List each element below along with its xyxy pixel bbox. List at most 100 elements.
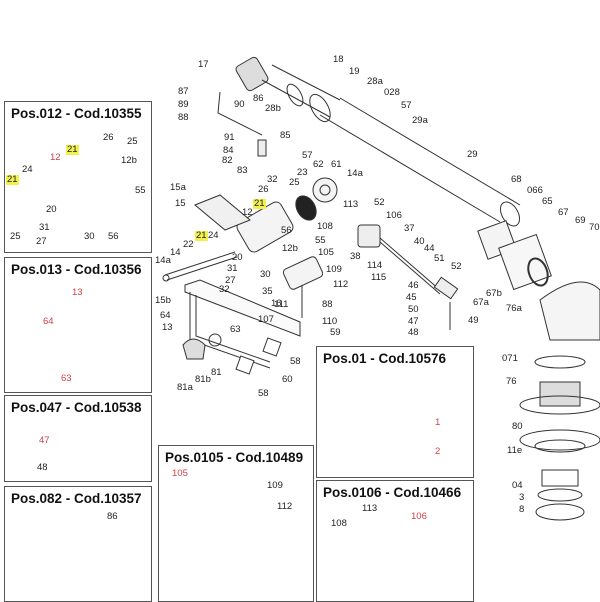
part-callout-88: 88 <box>322 299 333 310</box>
part-callout-81a: 81a <box>177 382 193 393</box>
part-callout-111: 111 <box>274 299 289 310</box>
part-callout-70: 70 <box>589 222 600 233</box>
part-callout-81b: 81b <box>195 374 211 385</box>
part-callout-89: 89 <box>178 99 189 110</box>
part-callout-066: 066 <box>527 185 543 196</box>
part-callout-113: 113 <box>362 503 378 514</box>
part-callout-81: 81 <box>211 367 222 378</box>
part-callout-110: 110 <box>322 316 338 327</box>
part-callout-67a: 67a <box>473 297 489 308</box>
part-callout-31: 31 <box>39 222 50 233</box>
part-callout-51: 51 <box>434 253 445 264</box>
part-106 <box>357 224 459 330</box>
part-callout-106: 106 <box>411 511 427 522</box>
part-callout-04: 04 <box>512 480 523 491</box>
part-callout-37: 37 <box>404 223 415 234</box>
part-callout-108: 108 <box>331 518 347 529</box>
part-callout-49: 49 <box>468 315 479 326</box>
part-callout-14a: 14a <box>155 255 171 266</box>
part-callout-56: 56 <box>281 225 292 236</box>
part-callout-114: 114 <box>367 260 383 271</box>
inset-panel-p013: Pos.013 - Cod.10356 <box>4 257 152 393</box>
part-callout-26: 26 <box>103 132 114 143</box>
part-callout-21: 21 <box>195 230 208 241</box>
panel-title: Pos.013 - Cod.10356 <box>11 262 142 277</box>
part-callout-1: 1 <box>435 417 441 428</box>
part-callout-26: 26 <box>258 184 269 195</box>
part-callout-115: 115 <box>371 272 387 283</box>
part-callout-12: 12 <box>50 152 61 163</box>
coupling-assembly <box>235 56 341 123</box>
bottom-stack <box>519 355 600 521</box>
part-callout-60: 60 <box>282 374 293 385</box>
part-callout-31: 31 <box>227 263 238 274</box>
part-callout-19: 19 <box>349 66 360 77</box>
part-callout-30: 30 <box>260 269 271 280</box>
part-callout-85: 85 <box>280 130 291 141</box>
part-callout-23: 23 <box>297 167 308 178</box>
panel-title: Pos.01 - Cod.10576 <box>323 351 447 366</box>
inset-panel-p012: Pos.012 - Cod.10355 <box>4 101 152 253</box>
inset-panel-p0105: Pos.0105 - Cod.10489 <box>158 445 314 602</box>
part-105 <box>282 256 324 290</box>
part-callout-65: 65 <box>542 196 553 207</box>
part-callout-47: 47 <box>39 435 50 446</box>
part-callout-13: 13 <box>72 287 83 298</box>
part-callout-52: 52 <box>374 197 385 208</box>
part-callout-48: 48 <box>37 462 48 473</box>
part-callout-45: 45 <box>406 292 417 303</box>
part-callout-16: 16 <box>271 298 282 309</box>
part-callout-13: 13 <box>162 322 173 333</box>
rod-14 <box>162 251 238 282</box>
part-callout-68: 68 <box>511 174 522 185</box>
part-callout-21: 21 <box>6 174 19 185</box>
part-callout-15b: 15b <box>155 295 171 306</box>
part-callout-108: 108 <box>317 221 333 232</box>
part-callout-64: 64 <box>43 316 54 327</box>
tube-29 <box>319 97 521 227</box>
part-callout-15a: 15a <box>170 182 186 193</box>
part-callout-25: 25 <box>289 177 300 188</box>
part-callout-29: 29 <box>467 149 478 160</box>
part-callout-028: 028 <box>384 87 400 98</box>
part-callout-35: 35 <box>262 286 273 297</box>
part-callout-62: 62 <box>313 159 324 170</box>
part-callout-47: 47 <box>408 316 419 327</box>
part-callout-38: 38 <box>350 251 361 262</box>
part-callout-44: 44 <box>424 243 435 254</box>
panel-title: Pos.012 - Cod.10355 <box>11 106 142 121</box>
part-callout-56: 56 <box>108 231 119 242</box>
part-callout-113: 113 <box>343 199 359 210</box>
part-callout-76: 76 <box>506 376 517 387</box>
part-callout-11e: 11e <box>507 445 523 456</box>
panel-title: Pos.047 - Cod.10538 <box>11 400 142 415</box>
part-callout-8: 8 <box>519 504 525 515</box>
part-callout-17: 17 <box>198 59 209 70</box>
panel-title: Pos.082 - Cod.10357 <box>11 491 142 506</box>
part-callout-58: 58 <box>258 388 269 399</box>
part-callout-50: 50 <box>408 304 419 315</box>
part-callout-071: 071 <box>502 353 518 364</box>
part-callout-55: 55 <box>135 185 146 196</box>
outlet-housing <box>477 220 600 341</box>
part-callout-105: 105 <box>318 247 334 258</box>
part-callout-18: 18 <box>333 54 344 65</box>
part-callout-57: 57 <box>401 100 412 111</box>
inset-panel-p01: Pos.01 - Cod.10576 <box>316 346 474 478</box>
part-callout-15: 15 <box>175 198 186 209</box>
part-callout-32: 32 <box>219 284 230 295</box>
part-callout-27: 27 <box>225 275 236 286</box>
part-callout-61: 61 <box>331 159 342 170</box>
part-callout-24: 24 <box>22 164 33 175</box>
part-callout-107: 107 <box>258 314 274 325</box>
part-callout-64: 64 <box>160 310 171 321</box>
plate-58 <box>235 355 255 375</box>
part-callout-46: 46 <box>408 280 419 291</box>
part-callout-86: 86 <box>107 511 118 522</box>
part-callout-2: 2 <box>435 446 441 457</box>
inset-panel-p0106: Pos.0106 - Cod.10466 <box>316 480 474 602</box>
part-callout-91: 91 <box>224 132 235 143</box>
part-callout-63: 63 <box>230 324 241 335</box>
part-callout-32: 32 <box>267 174 278 185</box>
